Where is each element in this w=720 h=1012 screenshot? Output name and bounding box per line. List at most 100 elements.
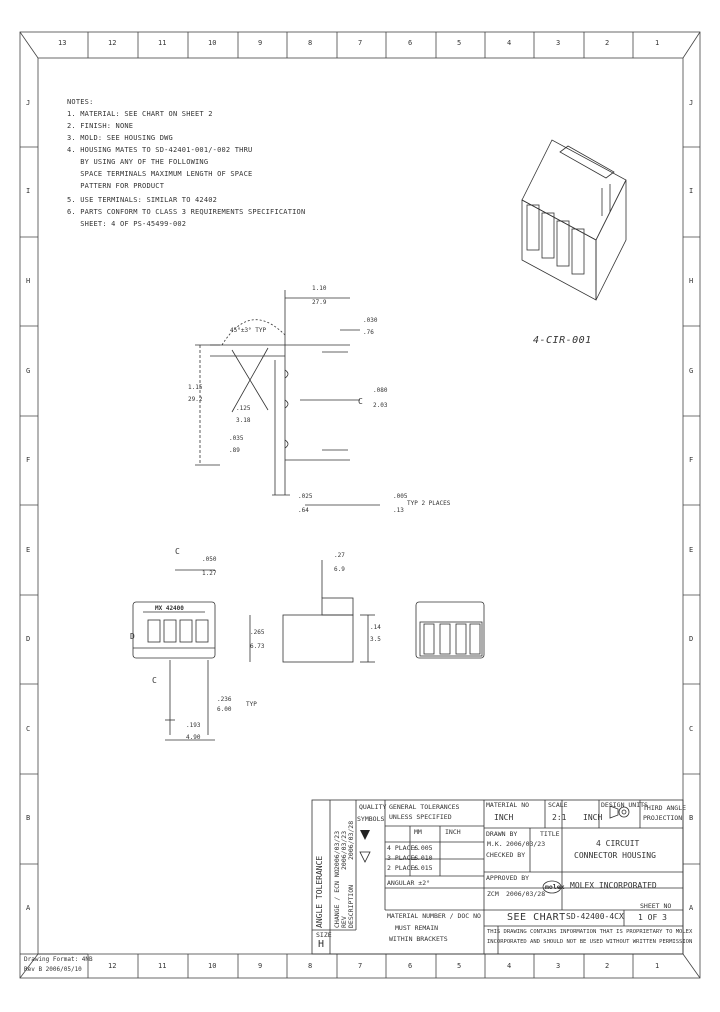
dim-text: .236 <box>217 696 232 703</box>
quality-triangle-1 <box>360 830 370 840</box>
zone-left: F <box>26 456 31 464</box>
side-view <box>195 290 380 506</box>
zone-top: 3 <box>556 39 561 47</box>
centerline-label: C <box>358 397 363 406</box>
note-line: 1. MATERIAL: SEE CHART ON SHEET 2 <box>67 110 213 118</box>
see-chart: SEE CHART <box>507 912 566 923</box>
dim-text: TYP 2 PLACES <box>407 500 451 507</box>
projection-1: THIRD ANGLE <box>643 804 687 812</box>
size-value: H <box>318 939 325 950</box>
centerline-label: C <box>152 676 157 685</box>
dim-text: .89 <box>229 447 240 454</box>
dim-text: 2.03 <box>373 402 388 409</box>
zone-top: 8 <box>308 39 313 47</box>
zone-top: 4 <box>507 39 512 47</box>
angle-tolerance-label: ANGLE TOLERANCE <box>315 855 324 928</box>
iso-part-label: 4-CIR-001 <box>533 335 592 346</box>
dim-text: 6.73 <box>250 643 265 650</box>
dim-text: 6.9 <box>334 566 345 573</box>
dim-text: 27.9 <box>312 299 327 306</box>
top-view <box>415 601 485 659</box>
quality-label: QUALITY <box>359 803 387 811</box>
zone-bottom: 10 <box>208 962 217 970</box>
title-line-2: CONNECTOR HOUSING <box>574 851 656 860</box>
disclaimer-2: INCORPORATED AND SHOULD NOT BE USED WITH… <box>487 939 693 945</box>
note-line: PATTERN FOR PRODUCT <box>67 182 165 190</box>
checked-label: CHECKED BY <box>486 851 526 859</box>
drawn-value: M.K. <box>487 840 503 848</box>
projection-2: PROJECTION <box>643 814 683 822</box>
material-number-label: MATERIAL NUMBER / DOC NO <box>387 912 481 920</box>
design-units-value: INCH <box>583 813 603 822</box>
zone-left: D <box>26 635 31 643</box>
dim-text: .193 <box>186 722 201 729</box>
zone-top: 12 <box>108 39 117 47</box>
tol-val: ±.005 <box>413 844 433 852</box>
isometric-view <box>521 139 627 301</box>
format-label: Drawing Format: 4NB <box>24 956 93 963</box>
dim-text: .005 <box>393 493 408 500</box>
note-line: SHEET: 4 OF PS-45499-002 <box>67 220 187 228</box>
note-line: 4. HOUSING MATES TO SD-42401-001/-002 TH… <box>67 146 253 154</box>
zone-right: I <box>689 187 694 195</box>
note-line: BY USING ANY OF THE FOLLOWING <box>67 158 209 166</box>
dim-text: .125 <box>236 405 251 412</box>
angular-tol: ANGULAR ±2° <box>387 879 431 887</box>
units-value: INCH <box>494 813 514 822</box>
zone-left: H <box>26 277 31 285</box>
zone-top: 13 <box>58 39 67 47</box>
drawing-number: SD-42400-4CX <box>566 912 624 921</box>
dim-text: .14 <box>370 624 381 631</box>
quality-triangle-2 <box>359 851 371 863</box>
inch-col: INCH <box>445 828 461 836</box>
rev-side: DESCRIPTION <box>347 884 355 928</box>
right-view <box>249 560 375 663</box>
zone-right: G <box>689 367 694 375</box>
dim-text: 3.5 <box>370 636 381 643</box>
zone-left: J <box>26 99 31 107</box>
zone-bottom: 8 <box>308 962 313 970</box>
design-units-label: DESIGN UNITS <box>601 801 648 809</box>
tol-val: ±.010 <box>413 854 433 862</box>
dim-text: 29.2 <box>188 396 203 403</box>
note-line: SPACE TERMINALS MAXIMUM LENGTH OF SPACE <box>67 170 253 178</box>
dim-text: 1.10 <box>312 285 327 292</box>
size-label: SIZE <box>316 931 332 939</box>
zone-left: A <box>26 904 31 912</box>
drawn-label: DRAWN BY <box>486 830 518 838</box>
dim-text: 1.27 <box>202 570 217 577</box>
housing-face-text: MX 42400 <box>155 605 184 612</box>
approved-label: APPROVED BY <box>486 874 530 882</box>
centerline-label: D <box>130 632 135 641</box>
zone-top: 6 <box>408 39 413 47</box>
zone-left: G <box>26 367 31 375</box>
scale-value: 2:1 <box>552 813 567 822</box>
zone-right: E <box>689 546 694 554</box>
material-no-label: MATERIAL NO <box>486 801 530 809</box>
note-line: 5. USE TERMINALS: SIMILAR TO 42402 <box>67 196 218 204</box>
dim-text: .27 <box>334 552 345 559</box>
sheet-value: 1 OF 3 <box>638 913 667 922</box>
places-2: 2 PLACES <box>387 864 419 872</box>
tol-val: ±.015 <box>413 864 433 872</box>
zone-right: B <box>689 814 694 822</box>
company-name: MOLEX INCORPORATED <box>570 881 657 890</box>
must-remain: MUST REMAIN <box>395 924 439 932</box>
dim-text: .64 <box>298 507 309 514</box>
zone-left: E <box>26 546 31 554</box>
zone-top: 5 <box>457 39 462 47</box>
zone-left: B <box>26 814 31 822</box>
dim-text: 6.00 <box>217 706 232 713</box>
dim-text: .13 <box>393 507 404 514</box>
zone-bottom: 1 <box>655 962 660 970</box>
zone-top: 11 <box>158 39 167 47</box>
approved-value: ZCM <box>487 890 499 898</box>
zone-right: F <box>689 456 694 464</box>
title-block <box>20 799 684 955</box>
note-line: 6. PARTS CONFORM TO CLASS 3 REQUIREMENTS… <box>67 208 306 216</box>
sheet-label: SHEET NO <box>640 902 672 910</box>
within-brackets: WITHIN BRACKETS <box>389 935 448 943</box>
drawn-date: 2006/03/23 <box>506 840 546 848</box>
dim-text: .050 <box>202 556 217 563</box>
